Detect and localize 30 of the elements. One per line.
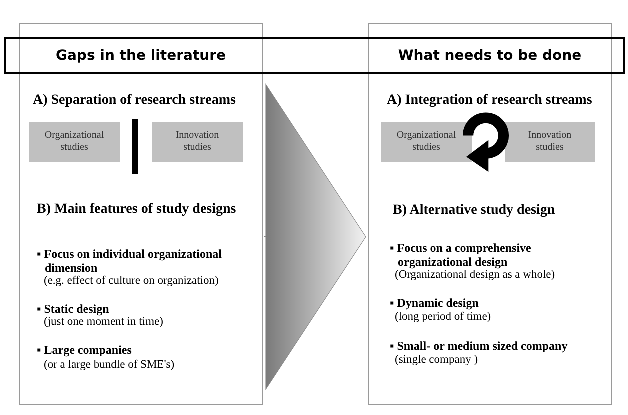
note-text: (just one moment in time) [44, 316, 164, 329]
stream-label: Organizational studies [396, 130, 458, 154]
bullet-item: ▪ Small- or medium sized company [390, 339, 568, 353]
note-text: (e.g. effect of culture on organization) [44, 274, 219, 288]
header-bar [4, 37, 625, 74]
stream-label: Organizational studies [44, 130, 106, 154]
note-text: (Organizational design as a whole) [395, 269, 556, 282]
bullet-item: ▪ Focus on individual organizational dimension [37, 247, 223, 275]
bullet-item: ▪ Focus on a comprehensive organizational design [390, 241, 532, 269]
stream-label: Innovation studies [174, 130, 220, 154]
column-panel [368, 23, 612, 405]
section-heading: B) Alternative study design [393, 203, 556, 219]
note-text: (or a large bundle of SME's) [44, 358, 175, 372]
stream-box [381, 122, 472, 162]
bullet-item: ▪ Dynamic design [390, 296, 479, 310]
bullet-item: ▪ Static design [37, 302, 110, 316]
chevron-arrow [264, 84, 366, 390]
stream-box [29, 122, 120, 162]
bullet-item: ▪ Large companies [37, 343, 132, 357]
note-text: (long period of time) [395, 310, 492, 324]
section-heading: A) Integration of research streams [387, 93, 592, 109]
column-heading: Gaps in the literature [56, 48, 226, 64]
column-panel [19, 23, 263, 405]
stream-box [505, 122, 595, 162]
stream-label: Innovation studies [527, 130, 573, 154]
section-heading: B) Main features of study designs [37, 202, 236, 218]
stream-box [152, 122, 243, 162]
note-text: (single company ) [395, 353, 478, 367]
section-heading: A) Separation of research streams [33, 93, 236, 109]
column-heading: What needs to be done [398, 48, 582, 64]
